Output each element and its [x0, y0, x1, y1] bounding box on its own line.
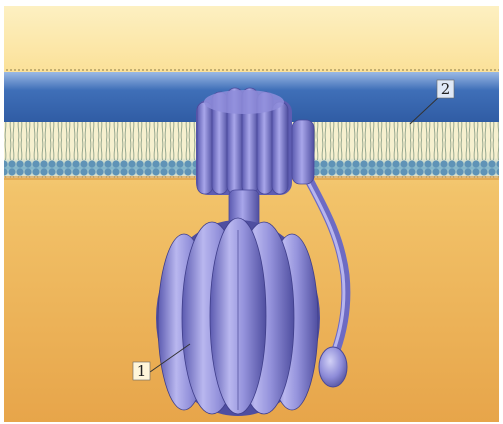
f0-c-ring — [196, 88, 292, 195]
label-1: 1 — [137, 362, 147, 380]
a-subunit — [292, 120, 314, 184]
delta-subunit-knob — [319, 347, 347, 387]
label-2: 2 — [441, 80, 451, 98]
f1-head — [156, 218, 320, 416]
